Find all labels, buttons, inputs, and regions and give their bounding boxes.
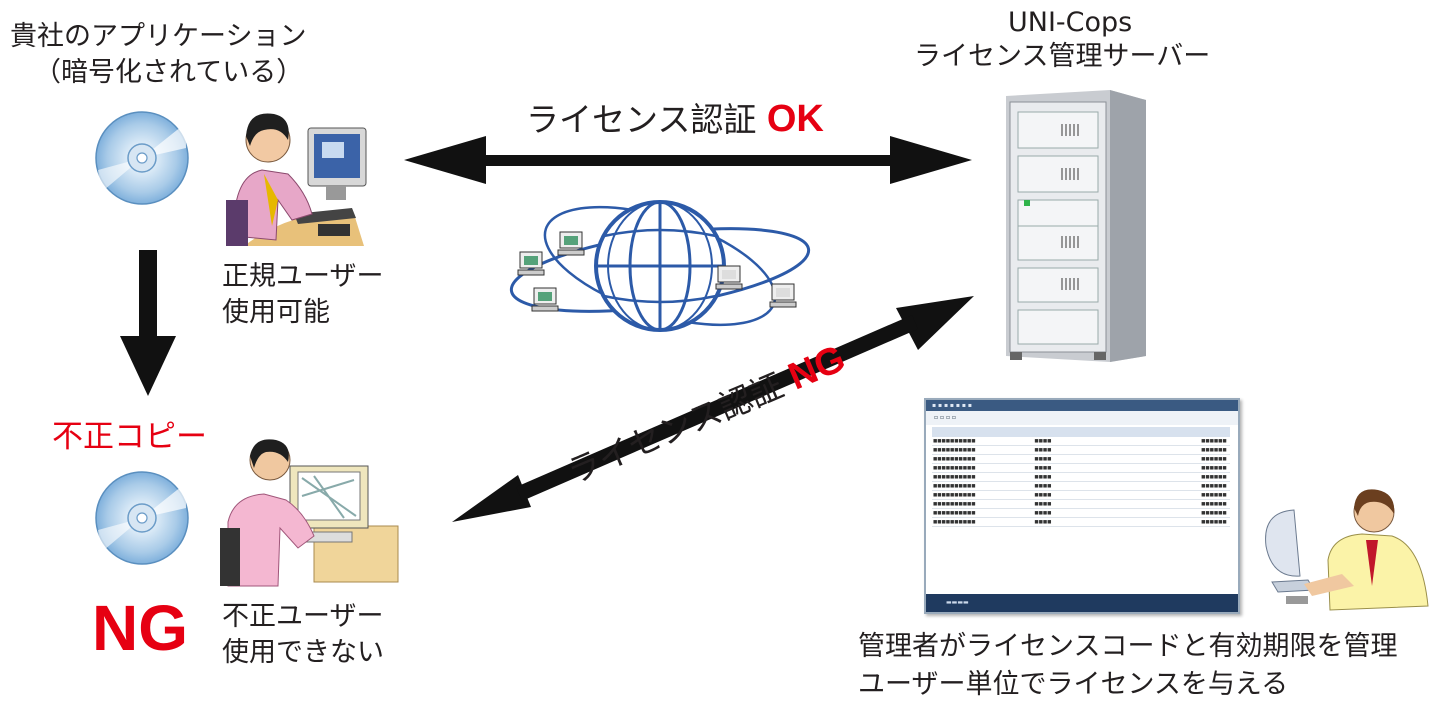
admin-screen-icon: ▪ ▪ ▪ ▪ ▪ ▪ ▪ ▫ ▫ ▫ ▫ ■■■■■■■■■■■■■■■■■■… [924, 398, 1240, 614]
illegal-user-label: 不正ユーザー [222, 601, 384, 632]
copy-down-arrow [120, 250, 176, 396]
admin-user-icon [1265, 489, 1429, 611]
client-app-subtitle: （暗号化されている） [34, 57, 304, 88]
legit-user-status: 使用可能 [222, 297, 330, 328]
ng-result-label: NG [92, 592, 188, 664]
server-product-name: UNI-Cops [1008, 7, 1133, 38]
auth-ng-arrow [452, 296, 974, 522]
cd-disc-icon [95, 471, 189, 565]
illegal-copy-label: 不正コピー [52, 419, 207, 455]
admin-caption-line2: ユーザー単位でライセンスを与える [858, 669, 1289, 700]
network-pc-icon [769, 283, 797, 308]
illegal-user-status: 使用できない [222, 637, 384, 668]
auth-ok-prefix: ライセンス認証 [526, 100, 757, 139]
auth-ok-label: ライセンス認証 OK [526, 96, 824, 144]
server-title: ライセンス管理サーバー [914, 41, 1211, 72]
legit-user-label: 正規ユーザー [222, 261, 384, 292]
globe-network-icon [509, 200, 811, 332]
auth-ok-status: OK [766, 98, 824, 140]
network-pc-icon [557, 231, 585, 256]
illegal-user-at-pc-icon [220, 439, 399, 587]
network-pc-icon [531, 287, 559, 312]
network-pc-icon [715, 265, 743, 290]
auth-ok-arrow [404, 136, 972, 184]
client-app-title: 貴社のアプリケーション [10, 21, 307, 52]
network-pc-icon [517, 251, 545, 276]
cd-disc-icon [95, 111, 189, 205]
server-tower-icon [1006, 90, 1146, 362]
admin-caption-line1: 管理者がライセンスコードと有効期限を管理 [858, 631, 1398, 662]
legit-user-at-pc-icon [226, 113, 367, 246]
